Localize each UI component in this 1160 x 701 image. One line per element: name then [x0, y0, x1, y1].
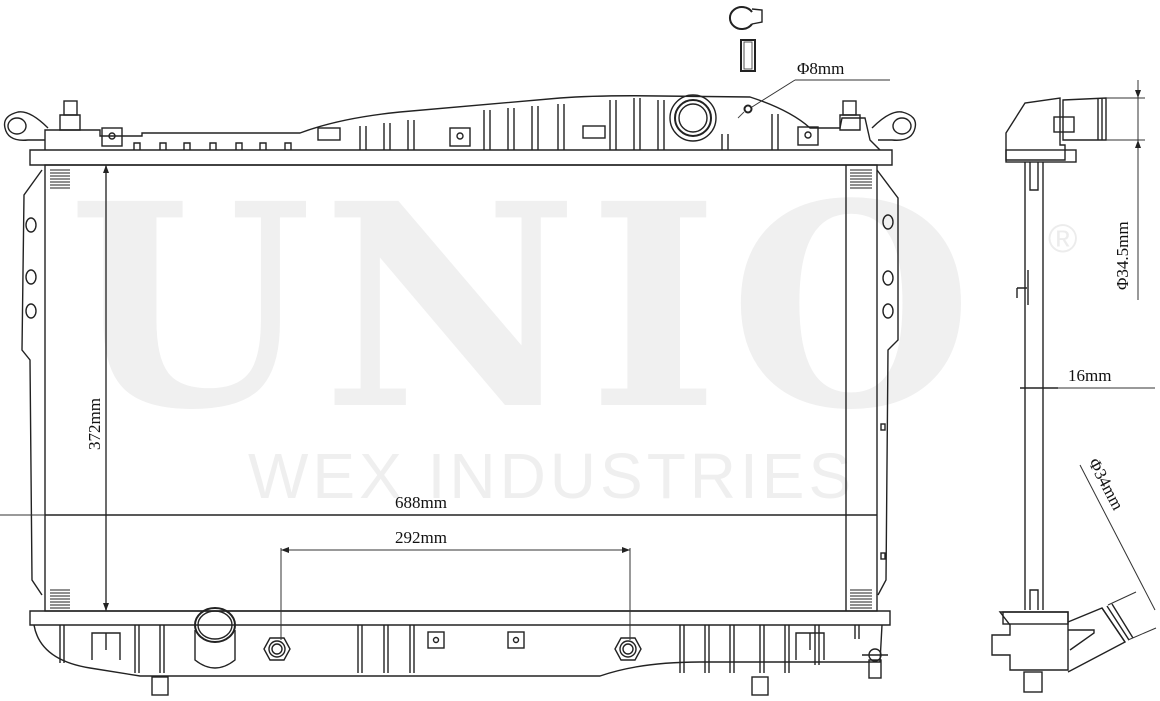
rubber-sleeve-icon [740, 39, 756, 72]
left-side-bracket [21, 169, 43, 596]
drain-plug [862, 648, 888, 679]
dimension-lines-side [1020, 80, 1157, 641]
watermark: UNIO ® WEX INDUSTRIES [68, 143, 1077, 512]
dim-lower-pipe-diameter: Φ34mm [1084, 455, 1127, 513]
top-right-mount-ear [871, 111, 917, 141]
bottom-tank-outline [33, 624, 883, 677]
bottom-header-plate [29, 610, 891, 626]
top-header-plate [29, 149, 893, 166]
side-upper-pipe [1062, 97, 1107, 141]
drain-fitting-left [263, 637, 291, 661]
small-outlet [743, 104, 753, 114]
top-left-mount-ear [3, 111, 49, 141]
watermark-registered-mark: ® [1048, 217, 1077, 261]
dim-core-width: 688mm [395, 493, 447, 512]
hose-clamp-icon [728, 6, 763, 30]
side-view [991, 97, 1134, 693]
side-lower-pipe [1067, 607, 1127, 673]
top-tank-ribs [133, 98, 779, 150]
dimension-lines-front [0, 79, 890, 640]
core-fin-hatching [50, 169, 872, 609]
filler-neck [674, 99, 712, 137]
dim-fitting-spacing: 292mm [395, 528, 447, 547]
side-bottom-tank [991, 611, 1069, 671]
side-top-tank [1005, 97, 1066, 161]
watermark-brand: UNIO [68, 143, 983, 472]
bottom-tank-ribs [59, 625, 860, 673]
watermark-company: WEX INDUSTRIES [248, 440, 855, 512]
dim-upper-pipe-diameter: Φ34.5mm [1113, 221, 1132, 290]
bottom-pipe [194, 607, 236, 669]
top-tank-outline [44, 95, 881, 151]
left-keyhole-slots [25, 217, 37, 319]
right-side-bracket [876, 169, 899, 596]
drain-fitting-right [614, 637, 642, 661]
dim-core-height: 372mm [85, 398, 104, 450]
dim-outlet-diameter: Φ8mm [797, 59, 844, 78]
dim-core-thickness: 16mm [1068, 366, 1111, 385]
right-keyhole-slots [880, 214, 894, 560]
